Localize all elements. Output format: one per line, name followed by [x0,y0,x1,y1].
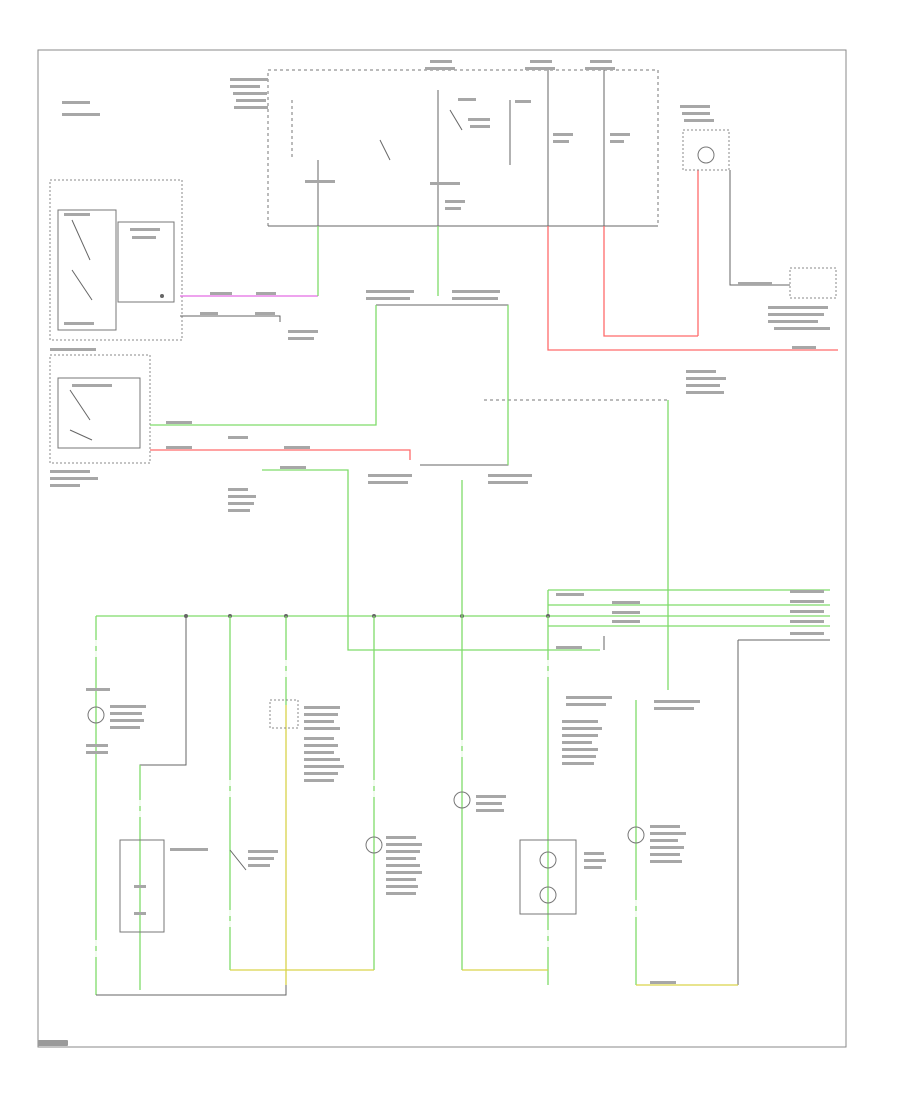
transmission-switch [119,839,208,933]
left-switch-assembly [49,179,183,341]
diagram-frame [37,49,847,1048]
wire-ground-upper [180,315,281,322]
junction-block-middle [366,290,726,484]
wire-red-middle [150,449,411,460]
wire-green-lower [262,469,600,651]
legend [62,101,100,116]
lamp-center [453,791,506,812]
illumination-relay-box [49,348,151,487]
lamp-right [627,700,700,863]
wire-green-relay [150,305,377,426]
wire-red-right [547,226,838,351]
ground-return [96,985,287,996]
neutral-switch [229,849,278,871]
bus-black-right [603,636,739,985]
drop-2 [139,616,187,990]
lamp-left [86,688,146,754]
underhood-fuse-box [230,60,659,227]
page-code [38,1040,68,1046]
wire-dash-overlay [95,640,637,960]
indicator-cluster [269,699,344,782]
wire-red-right-2 [603,226,698,337]
lamp-middle [365,836,422,895]
right-upper-sensor [680,105,837,330]
meter-box [519,696,612,915]
bus-green-right [548,589,830,627]
